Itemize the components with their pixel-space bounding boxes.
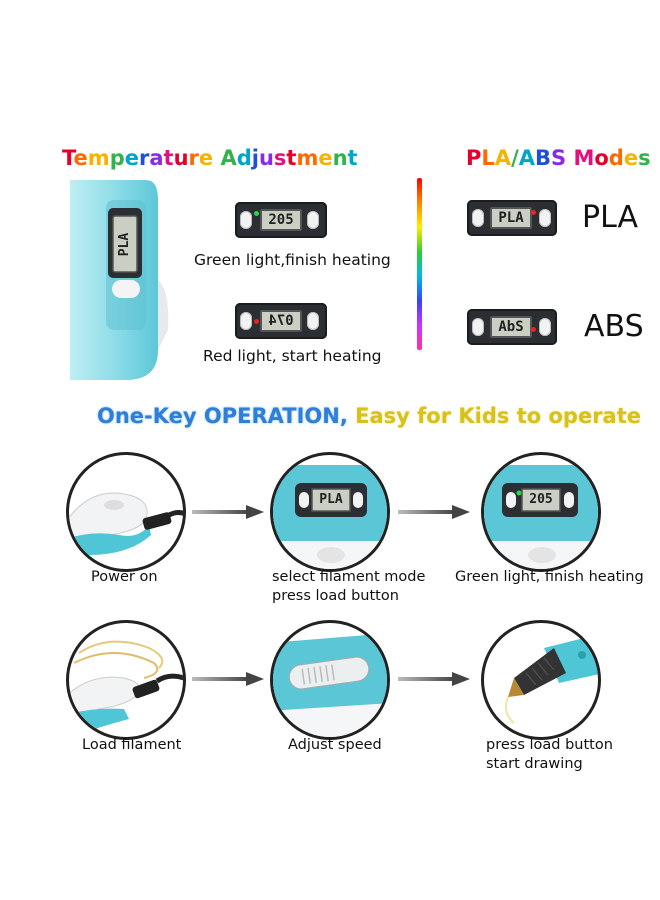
arrow-right-icon [398,671,470,691]
arrow-right-icon [192,671,264,691]
caption-green-light: Green light,finish heating [194,251,391,269]
operation-title-text: One-Key OPERATION, Easy for Kids to oper… [97,404,642,428]
lcd-display-pla: PLA [467,200,557,236]
pen-body-image: PLA [66,180,176,380]
operation-title: One-Key OPERATION, Easy for Kids to oper… [97,404,641,428]
modes-title: PLA/ABS Modes [466,146,651,170]
lcd-left-button [472,318,484,336]
lcd-left-button [240,211,252,229]
rainbow-divider [417,178,422,350]
modes-title-text: PLA/ABS Modes [466,146,651,170]
temperature-title-text: Temperature Adjustment [62,146,358,170]
step-circle-power-on [66,452,186,572]
arrow-right-icon [398,504,470,524]
mode-label-pla: PLA [582,200,639,235]
step-caption-3: Green light, finish heating [455,569,644,585]
step-lcd-text: 205 [529,492,553,507]
lcd-right-button [539,209,551,227]
lcd-right-button [307,211,319,229]
lcd-right-button [539,318,551,336]
step-caption-4: Load filament [82,737,182,753]
lcd-screen-green: 205 [260,209,302,231]
lcd-right-button [307,312,319,330]
red-led-indicator [254,319,259,324]
step-circle-adjust-speed [270,620,390,740]
step-caption-6: press load button start drawing [486,736,613,774]
step-caption-2: select filament mode press load button [272,568,425,606]
step-caption-6-line1: press load button [486,737,613,753]
lcd-display-green: 205 [235,202,327,238]
pen-lcd-text: PLA [117,232,133,256]
lcd-screen-red: 074 [260,310,302,332]
red-led-indicator [531,210,536,215]
step-caption-2-line2: press load button [272,588,399,604]
arrow-right-icon [192,504,264,524]
mode-label-abs: ABS [584,309,644,344]
step-circle-start-drawing [481,620,601,740]
step-caption-5: Adjust speed [288,737,382,753]
step-caption-1: Power on [91,569,158,585]
lcd-left-button [472,209,484,227]
lcd-left-button [240,312,252,330]
caption-red-light: Red light, start heating [203,347,382,365]
step-circle-select-mode: PLA [270,452,390,572]
step-caption-2-line1: select filament mode [272,569,426,585]
temperature-title: Temperature Adjustment [62,146,358,170]
lcd-screen-abs: AbS [490,316,532,338]
step-circle-finish-heating: 205 [481,452,601,572]
lcd-display-red: 074 [235,303,327,339]
lcd-display-abs: AbS [467,309,557,345]
green-led-indicator [254,211,259,216]
step-lcd-text: PLA [319,492,343,507]
step-circle-load-filament [66,620,186,740]
step-caption-6-line2: start drawing [486,756,583,772]
red-led-indicator [531,327,536,332]
lcd-screen-pla: PLA [490,207,532,229]
